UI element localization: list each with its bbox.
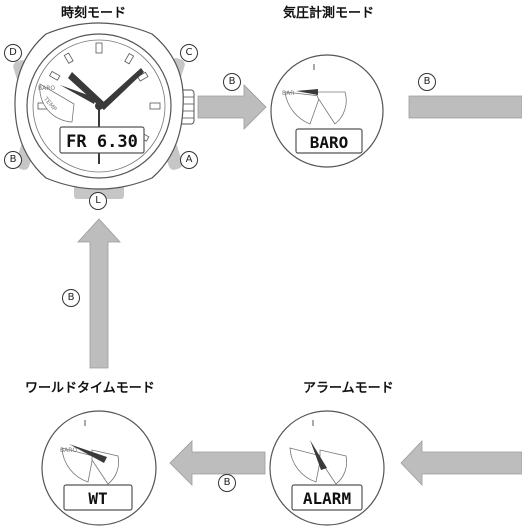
- button-c-label: C: [180, 44, 198, 62]
- mode-subdial: [39, 83, 75, 123]
- alarm-mode-title: アラームモード: [303, 381, 394, 396]
- hour-hand: [68, 72, 104, 106]
- arrow-barometer-to-next: [408, 95, 522, 119]
- barometer-lcd-text: BARO: [310, 133, 349, 152]
- world-time-lcd-text: WT: [88, 489, 107, 508]
- barometer-lcd: [295, 128, 363, 154]
- timekeeping-mode-title: 時刻モード: [61, 6, 127, 21]
- button-l-label: L: [89, 192, 107, 210]
- world-time-mode-hand: [69, 444, 107, 463]
- world-time-subdial: [61, 447, 94, 483]
- arrow-2-button-label: B: [418, 73, 436, 91]
- subdial-label-baro: BARO: [38, 85, 55, 92]
- world-time-subdial-label: BARO: [60, 447, 77, 454]
- arrow-3-button-label: B: [62, 289, 80, 307]
- main-lcd: [59, 126, 145, 154]
- world-time-mode-title: ワールドタイムモード: [25, 381, 155, 396]
- button-d-label: D: [4, 44, 22, 62]
- barometer-watch: BAR BARO: [270, 54, 384, 168]
- alarm-subdial: [289, 447, 322, 483]
- alarm-mode-hand: [310, 440, 327, 470]
- arrow-alarm-in: [400, 440, 522, 486]
- main-lcd-text: FR 6.30: [66, 132, 138, 152]
- world-time-watch: BARO WT: [41, 410, 157, 526]
- barometer-subdial: [284, 91, 321, 125]
- arrow-4-button-label: B: [218, 474, 236, 492]
- alarm-watch: ALARM: [269, 410, 385, 526]
- arrow-alarm-to-world-time: [169, 440, 266, 486]
- arrow-world-time-to-time: [77, 218, 121, 369]
- main-watch: BARO TEMP FR 6.30: [13, 22, 195, 199]
- barometer-dial-label: BAR: [282, 90, 294, 97]
- button-a-label: A: [180, 151, 198, 169]
- arrow-1-button-label: B: [223, 73, 241, 91]
- alarm-lcd: [291, 484, 363, 511]
- barometer-mode-title: 気圧計測モード: [283, 6, 375, 21]
- barometer-mode-hand: [296, 89, 318, 95]
- mode-hand: [60, 85, 96, 104]
- button-b-label: B: [4, 151, 22, 169]
- minute-hand: [99, 68, 144, 110]
- world-time-lcd: [63, 484, 133, 511]
- alarm-lcd-text: ALARM: [303, 489, 351, 508]
- arrow-time-to-barometer: [197, 84, 267, 130]
